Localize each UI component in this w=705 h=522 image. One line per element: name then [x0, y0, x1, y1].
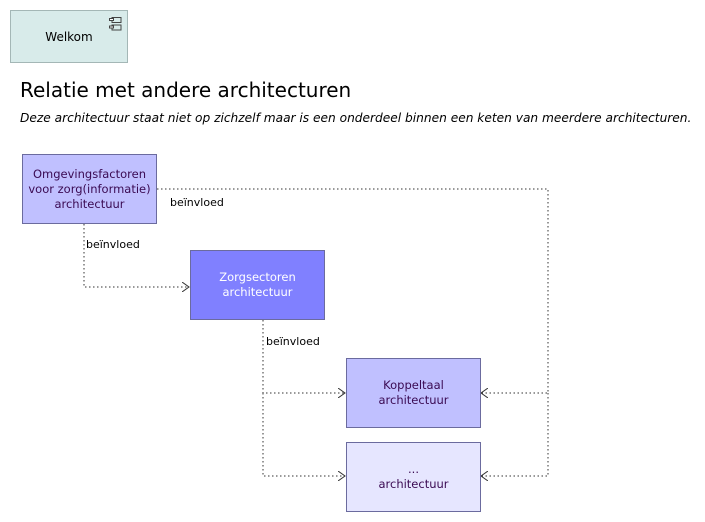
edge-omgevingsfactoren-koppeltaal [157, 188, 549, 393]
component-icon [109, 17, 122, 31]
welkom-button[interactable]: Welkom [10, 10, 128, 63]
node-koppeltaal[interactable]: Koppeltaal architectuur [346, 358, 481, 428]
edge-label-zorgsectoren-down: beïnvloed [266, 335, 320, 348]
page-title: Relatie met andere architecturen [20, 78, 352, 102]
node-omgevingsfactoren[interactable]: Omgevingsfactoren voor zorg(informatie) … [22, 154, 157, 224]
edge-label-omgevingsfactoren-right: beïnvloed [170, 196, 224, 209]
edge-zorgsectoren-overig [262, 393, 345, 476]
page-subtitle: Deze architectuur staat niet op zichzelf… [20, 111, 692, 125]
edge-label-omgevingsfactoren-down: beïnvloed [86, 238, 140, 251]
edge-omgevingsfactoren-overig [481, 393, 549, 476]
node-overige-architectuur[interactable]: ... architectuur [346, 442, 481, 512]
edge-zorgsectoren-koppeltaal [262, 320, 345, 393]
welkom-label: Welkom [45, 29, 93, 44]
edge-omgevingsfactoren-zorgsectoren [83, 224, 189, 287]
node-zorgsectoren[interactable]: Zorgsectoren architectuur [190, 250, 325, 320]
